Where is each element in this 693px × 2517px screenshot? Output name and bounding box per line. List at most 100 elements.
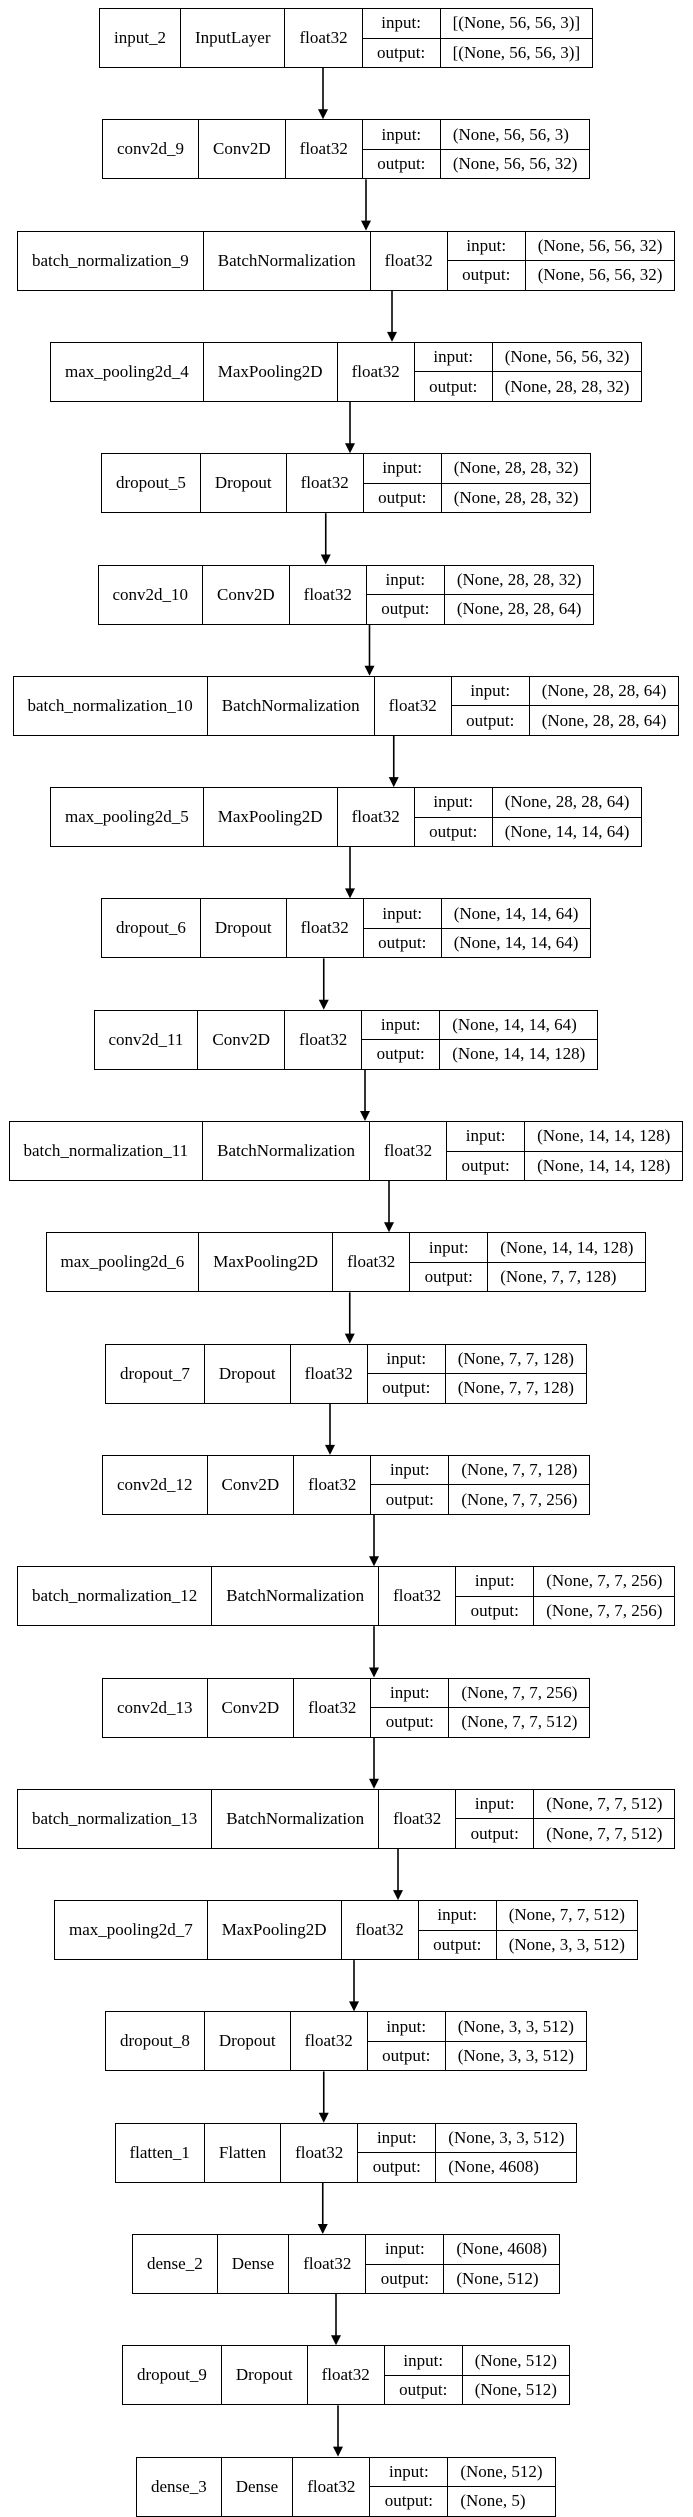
io-shapes: input:(None, 14, 14, 64)output:(None, 14…: [362, 1010, 598, 1069]
arrowhead: [331, 2335, 341, 2346]
layer-name: max_pooling2d_7: [55, 1901, 208, 1960]
layer-name: batch_normalization_9: [18, 231, 204, 290]
output-row: output:(None, 3, 3, 512): [418, 1929, 637, 1960]
output-shape: [(None, 56, 56, 3)]: [452, 42, 581, 62]
layer-name: conv2d_12: [103, 1455, 208, 1514]
output-shape: (None, 14, 14, 64): [453, 933, 579, 953]
input-shape: (None, 14, 14, 128): [500, 1237, 634, 1257]
output-row: output: (None, 56, 56, 32): [362, 148, 590, 179]
io-shapes: input:(None, 14, 14, 128)output:(None, 1…: [447, 1122, 683, 1180]
layer-type: BatchNormalization: [203, 1122, 370, 1180]
output-shape: (None, 14, 14, 128): [537, 1155, 671, 1175]
input-shape: (None, 28, 28, 32): [453, 458, 579, 478]
layer-dtype: float32: [370, 1122, 448, 1180]
layer-dtype: float32: [308, 2346, 385, 2405]
output-label: output:: [368, 2041, 446, 2071]
input-label: input:: [366, 2235, 445, 2264]
input-label: input:: [371, 1455, 450, 1485]
arrowhead: [325, 1444, 335, 1455]
input-label: input:: [370, 2457, 449, 2487]
input-shape: (None, 14, 14, 128): [537, 1126, 671, 1146]
input-shape: (None, 512): [474, 2350, 557, 2370]
output-label: output:: [363, 149, 441, 179]
output-shape: (None, 512): [456, 2268, 539, 2288]
output-label: output:: [363, 38, 441, 67]
layer-type: MaxPooling2D: [208, 1901, 342, 1960]
output-row: output: (None, 7, 7, 256): [456, 1595, 675, 1626]
input-row: input:(None, 7, 7, 512): [419, 1901, 637, 1930]
arrowhead: [369, 1556, 379, 1567]
output-label: output:: [456, 1596, 535, 1626]
output-shape: (None, 7, 7, 256): [461, 1489, 578, 1509]
layer-dtype: float32: [379, 1567, 457, 1626]
output-shape: (None, 28, 28, 64): [456, 599, 582, 619]
arrowhead: [384, 1222, 394, 1233]
layer-type: BatchNormalization: [204, 231, 371, 290]
arrowhead: [333, 2446, 343, 2457]
output-shape: (None, 7, 7, 512): [546, 1823, 663, 1843]
input-row: input:(None, 512): [385, 2346, 569, 2375]
output-shape: (None, 56, 56, 32): [537, 265, 663, 285]
output-label: output:: [385, 2375, 463, 2405]
input-shape: (None, 28, 28, 64): [541, 681, 667, 701]
output-shape: (None, 14, 14, 128): [452, 1044, 586, 1064]
layer-dtype: float32: [285, 1010, 363, 1069]
layer-type: MaxPooling2D: [204, 342, 338, 401]
output-shape: (None, 7, 7, 256): [546, 1600, 663, 1620]
input-label: input:: [358, 2123, 437, 2153]
input-row: input:(None, 28, 28, 64): [452, 676, 679, 706]
layer-name: batch_normalization_12: [18, 1567, 213, 1626]
io-shapes: input:(None, 28, 28, 32)output:(None, 28…: [366, 565, 594, 624]
input-shape: (None, 3, 3, 512): [457, 2016, 574, 2036]
input-label: input:: [448, 231, 526, 261]
input-shape: (None, 4608): [456, 2239, 548, 2259]
output-row: output:(None, 7, 7, 128): [410, 1261, 646, 1292]
io-shapes: input:(None, 7, 7, 512)output:(None, 7, …: [456, 1789, 675, 1848]
output-label: output:: [371, 1485, 450, 1514]
layer-dtype: float32: [294, 1678, 372, 1737]
layer-type: Dense: [218, 2235, 290, 2293]
input-row: input:(None, 3, 3, 512): [368, 2012, 586, 2041]
arrowhead: [369, 1667, 379, 1678]
output-shape: (None, 56, 56, 32): [452, 154, 578, 174]
output-row: output:(None, 14, 14, 128): [362, 1039, 598, 1069]
layer-type: Conv2D: [208, 1455, 295, 1514]
layer-dtype: float32: [281, 2123, 359, 2182]
arrowhead: [364, 665, 375, 676]
input-shape: (None, 28, 28, 32): [456, 569, 582, 589]
layer-name: flatten_1: [116, 2123, 205, 2182]
output-row: output:(None, 28, 28, 32): [414, 371, 642, 401]
layer-type: MaxPooling2D: [204, 788, 338, 847]
input-shape: (None, 7, 7, 128): [457, 1348, 574, 1368]
output-label: output:: [370, 2487, 449, 2516]
input-row: input:(None, 56, 56, 32): [415, 342, 642, 372]
io-shapes: input: (None, 7, 7, 128) output: (None, 7, …: [371, 1455, 590, 1514]
input-shape: [(None, 56, 56, 3)]: [452, 13, 581, 33]
arrowhead: [387, 331, 397, 342]
io-shapes: input:(None, 56, 56, 3)output:(None, 56,…: [362, 120, 590, 179]
layer-type: Dense: [222, 2457, 294, 2516]
layer-dtype: float32: [375, 676, 452, 735]
output-row: output:(None, 5): [370, 2486, 555, 2516]
layer-type: Conv2D: [198, 1010, 286, 1069]
output-shape: (None, 3, 3, 512): [508, 1934, 625, 1954]
io-shapes: input:(None, 512)output:(None, 5): [370, 2457, 555, 2516]
input-label: input:: [456, 1789, 535, 1819]
input-label: input:: [415, 342, 493, 372]
input-row: input:[(None, 56, 56, 3)]: [363, 9, 592, 38]
input-shape: (None, 7, 7, 128): [461, 1460, 578, 1480]
input-shape: (None, 3, 3, 512): [448, 2127, 565, 2147]
layer-name: batch_normalization_11: [10, 1122, 204, 1180]
